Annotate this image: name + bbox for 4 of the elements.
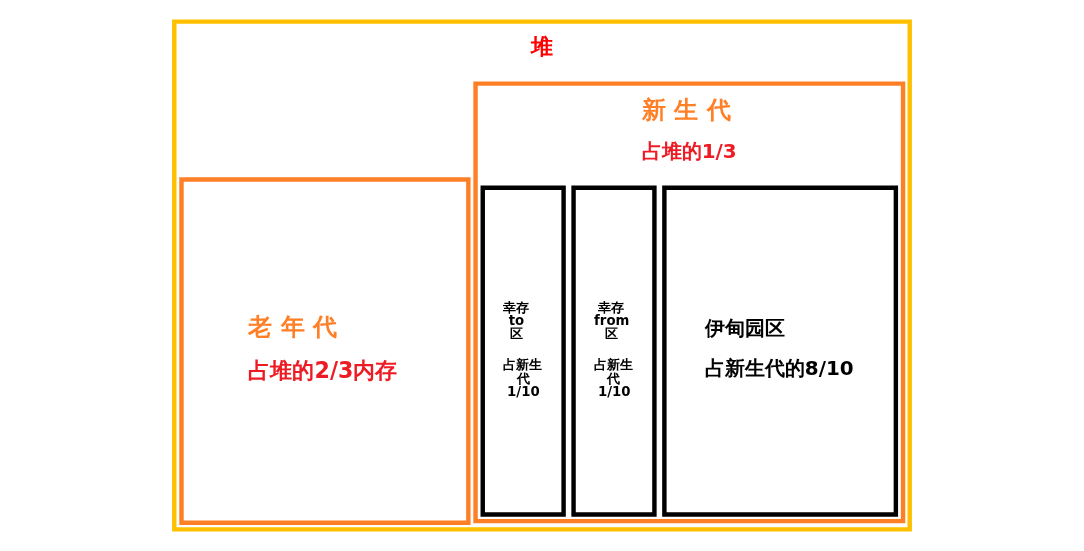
node-box: 幸存from区 占新生代1/10 [571, 185, 657, 517]
node-box: 老 年 代 占堆的2/3内存 [179, 177, 471, 525]
node-box: 幸存to区 占新生代1/10 [480, 185, 566, 517]
node-box: 伊甸园区 占新生代的8/10 [662, 185, 899, 517]
